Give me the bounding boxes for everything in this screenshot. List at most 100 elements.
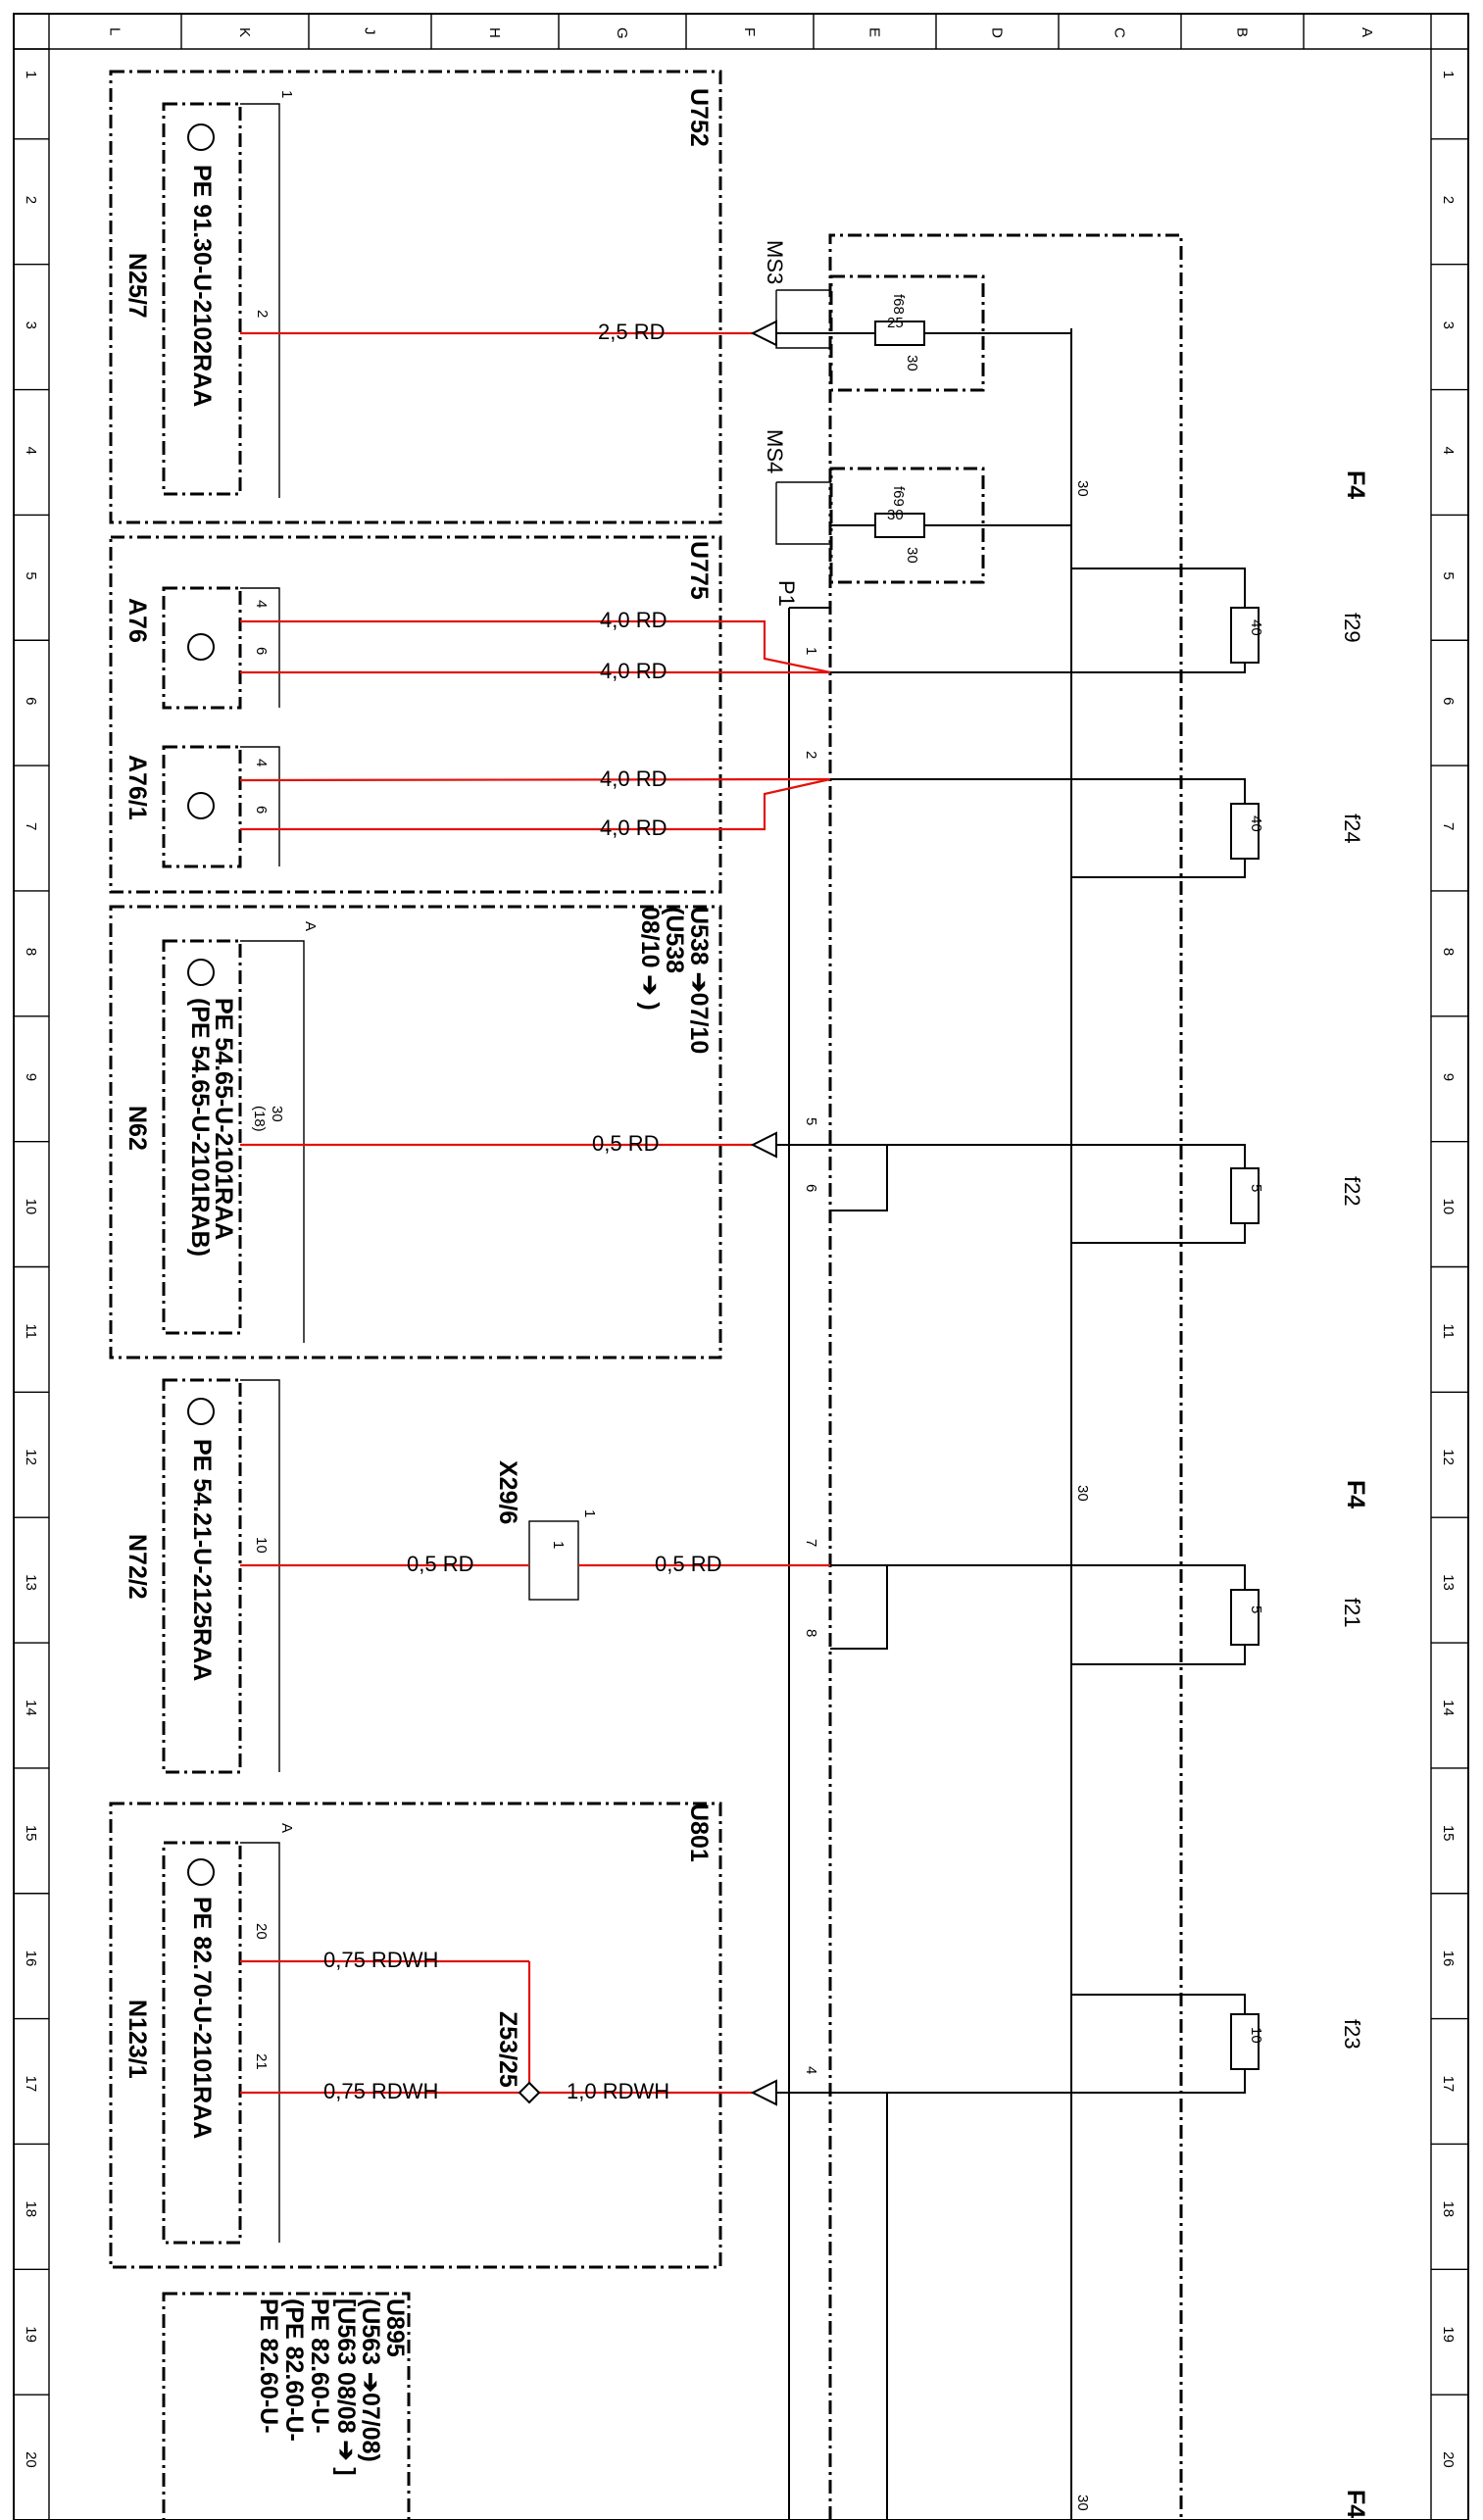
connector-x29-6: 1 1 X29/6 xyxy=(494,1460,598,1601)
grid-row-number: 15 xyxy=(23,1825,39,1842)
component-name: N62 xyxy=(124,1106,151,1151)
grid-row-number: 19 xyxy=(1440,2326,1457,2343)
fuse-name: f24 xyxy=(1340,814,1364,844)
grid-row-number: 7 xyxy=(23,822,39,830)
grid-row-number: 9 xyxy=(1440,1073,1457,1081)
module-u775: U775 A76 4 6 A76/1 4 6 xyxy=(109,535,722,894)
svg-text:1: 1 xyxy=(550,1541,567,1549)
svg-text:10: 10 xyxy=(253,1537,270,1554)
svg-text:4: 4 xyxy=(253,600,270,608)
ground-symbol-icon xyxy=(187,1858,215,1886)
connector-pin: 7 xyxy=(803,1539,819,1547)
grid-row-number: 16 xyxy=(23,1951,39,1967)
grid-row-number: 17 xyxy=(23,2076,39,2093)
grid-row-number: 18 xyxy=(23,2200,39,2217)
ms3-label: MS3 xyxy=(763,240,787,284)
ms4-label: MS4 xyxy=(763,429,787,473)
grid-column-label: G xyxy=(614,27,630,39)
bus-label: 30 xyxy=(1074,1485,1091,1502)
wire-label: 2,5 RD xyxy=(598,320,665,344)
grid-row-number: 20 xyxy=(23,2451,39,2468)
grid-column-label: D xyxy=(989,27,1006,38)
svg-text:5: 5 xyxy=(1248,1606,1264,1613)
grid-row-number: 5 xyxy=(1440,571,1457,579)
grid-row-number: 8 xyxy=(23,948,39,956)
module-code: U801 xyxy=(685,1804,713,1862)
connector-block-label: P1 xyxy=(774,580,799,607)
fuse-f22: 5 f22 xyxy=(830,1144,1364,1244)
svg-text:30: 30 xyxy=(887,507,904,523)
grid-row-number: 11 xyxy=(23,1323,39,1339)
grid-row-number: 16 xyxy=(1440,1951,1457,1967)
fuse-name: f21 xyxy=(1340,1598,1364,1628)
part-reference: PE 91.30-U-2102RAA xyxy=(188,165,216,407)
svg-text:40: 40 xyxy=(1248,815,1264,832)
svg-text:30: 30 xyxy=(269,1106,285,1122)
ground-symbol-icon xyxy=(187,792,215,819)
grid-row-number: 19 xyxy=(23,2326,39,2343)
fuse-box-name: F4 xyxy=(1342,1480,1369,1508)
grid-row-number: 10 xyxy=(23,1199,39,1215)
connector-pin: 8 xyxy=(803,1629,819,1637)
connector-pin: 2 xyxy=(803,751,819,759)
grid-column-label: L xyxy=(107,27,124,35)
module-code: U775 xyxy=(685,541,713,600)
grid-row-number: 3 xyxy=(23,321,39,329)
grid-row-number: 15 xyxy=(1440,1825,1457,1842)
svg-text:(18): (18) xyxy=(251,1106,268,1132)
wire-label: 1,0 RDWH xyxy=(567,2079,669,2103)
component-name: N25/7 xyxy=(124,253,151,319)
svg-text:A: A xyxy=(278,1823,295,1833)
grid-column-label: E xyxy=(866,27,883,37)
fuse-f23: 10 f23 xyxy=(830,1994,1364,2094)
module-code: 08/10 ➔ ) xyxy=(636,907,664,1011)
splice-diamond-icon xyxy=(518,2081,541,2104)
svg-text:1: 1 xyxy=(581,1509,598,1517)
component-name: A76 xyxy=(124,598,151,643)
connector-arrow-icon xyxy=(750,320,777,347)
grid-row-number: 12 xyxy=(1440,1449,1457,1465)
svg-text:6: 6 xyxy=(253,647,270,655)
grid-column-label: B xyxy=(1234,27,1251,37)
svg-text:2: 2 xyxy=(254,310,271,318)
fuse-box-name: F4 xyxy=(1342,470,1369,499)
connector-name: X29/6 xyxy=(494,1460,521,1524)
svg-text:25: 25 xyxy=(887,315,904,331)
svg-text:(PE 82.60-U-: (PE 82.60-U- xyxy=(280,2298,308,2442)
svg-text:30: 30 xyxy=(904,355,920,371)
grid-row-number: 12 xyxy=(23,1449,39,1465)
grid-column-label: K xyxy=(236,27,253,37)
connector-arrow-icon xyxy=(750,2079,777,2106)
bus-label: 30 xyxy=(1074,2495,1091,2511)
svg-text:(U563 ➔07/08): (U563 ➔07/08) xyxy=(357,2298,384,2462)
wire-label: 0,5 RD xyxy=(592,1131,659,1156)
grid-row-number: 5 xyxy=(23,571,39,579)
module-u538: U538 ➔07/10 (U538 08/10 ➔ ) A PE 54.65-U… xyxy=(109,905,722,1359)
splice-name: Z53/25 xyxy=(494,2011,521,2088)
part-reference: PE 54.21-U-2125RAA xyxy=(188,1439,216,1681)
connector-pin: 6 xyxy=(803,1184,819,1192)
fuse-name: f22 xyxy=(1340,1176,1364,1207)
grid-row-number: 6 xyxy=(1440,697,1457,705)
svg-text:6: 6 xyxy=(253,806,270,814)
fuse-f29: 40 f29 xyxy=(830,568,1364,673)
grid-row-number: 20 xyxy=(1440,2451,1457,2468)
part-reference: (PE 54.65-U-2101RAB) xyxy=(186,998,214,1257)
wire-label: 0,75 RDWH xyxy=(323,1948,438,1972)
connector-pin: 1 xyxy=(803,647,819,655)
wire xyxy=(240,619,831,674)
grid-row-number: 1 xyxy=(23,71,39,78)
fuse-name: f29 xyxy=(1340,613,1364,643)
grid-row-number: 1 xyxy=(1440,71,1457,78)
svg-text:21: 21 xyxy=(253,2053,270,2070)
grid-column-label: A xyxy=(1359,27,1375,37)
ground-symbol-icon xyxy=(187,124,215,151)
ground-symbol-icon xyxy=(187,1398,215,1425)
wire-label: 4,0 RD xyxy=(600,659,667,683)
wire-label: 4,0 RD xyxy=(600,815,667,840)
svg-text:A: A xyxy=(302,921,319,931)
sheet-frame xyxy=(13,13,1469,2520)
fuse-f24: 40 f24 xyxy=(830,778,1364,878)
